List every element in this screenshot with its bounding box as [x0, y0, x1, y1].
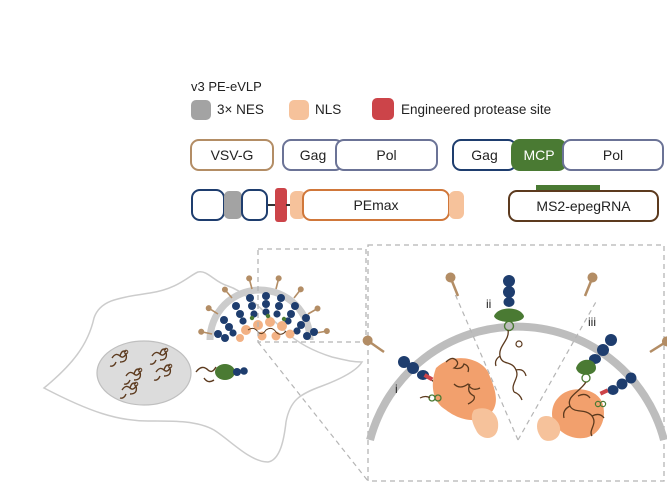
- pemax-construct: PEmax: [302, 189, 450, 221]
- panel-label-ii: ii: [486, 297, 491, 311]
- nes-swatch: [191, 100, 211, 120]
- legend-nls-label: NLS: [315, 102, 342, 117]
- panel-label-iii: iii: [588, 315, 596, 329]
- figure-title: v3 PE-eVLP: [191, 79, 262, 94]
- budding-particle: [196, 273, 332, 342]
- gag-segment-2: [241, 189, 268, 221]
- linker-line: [268, 204, 276, 206]
- gag-beads: [214, 292, 318, 342]
- ms2-hairpin-bar: [536, 185, 600, 190]
- zoom-detail-box: [367, 244, 665, 482]
- pe-cargo-small: [236, 317, 295, 342]
- gag-construct-2: Gag: [452, 139, 517, 171]
- legend-nes-label: 3× NES: [217, 102, 264, 117]
- zoom-source-box: [257, 248, 367, 343]
- sector-iii: [537, 334, 637, 441]
- epegrna-construct: MS2-epegRNA: [508, 190, 659, 222]
- pol-construct-2: Pol: [562, 139, 664, 171]
- legend-protease-label: Engineered protease site: [401, 102, 552, 117]
- linker-line-2: [286, 204, 291, 206]
- panel-label-i: i: [395, 382, 398, 396]
- nucleus: [96, 340, 192, 406]
- mcp-construct: MCP: [511, 139, 567, 171]
- cytoplasmic-complex: [195, 364, 248, 383]
- gag-construct-1: Gag: [282, 139, 344, 171]
- nls-segment-2: [449, 191, 464, 219]
- pol-construct-1: Pol: [335, 139, 438, 171]
- protease-site-segment: [275, 188, 287, 222]
- protease-swatch: [372, 98, 394, 120]
- sector-i: [398, 356, 499, 438]
- sector-ii: [494, 275, 527, 401]
- nls-swatch: [289, 100, 309, 120]
- nes-segment: [224, 191, 242, 219]
- detail-particle: [359, 269, 667, 444]
- vsvg-construct: VSV-G: [190, 139, 274, 171]
